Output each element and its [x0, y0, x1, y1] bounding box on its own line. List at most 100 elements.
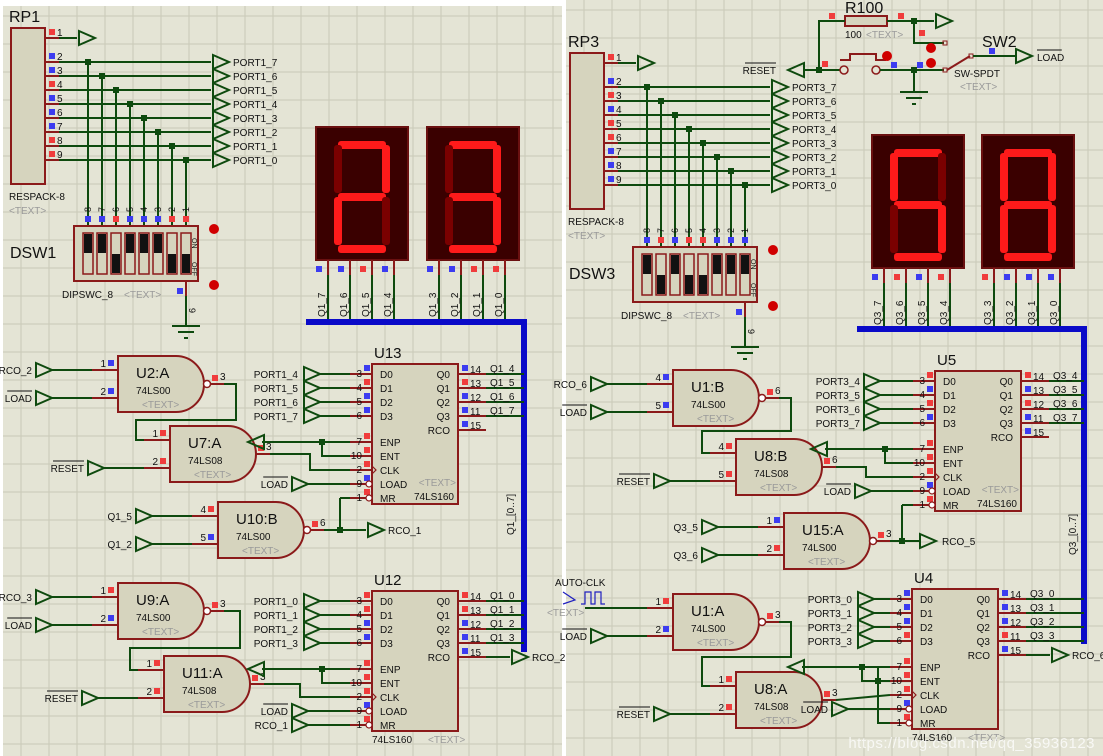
pin-state-marker: [1002, 646, 1008, 652]
port-input-label: PORT1_0: [254, 597, 299, 608]
pin-number: 4: [655, 373, 661, 384]
ground-icon: [731, 346, 759, 360]
dip-slot: [725, 253, 737, 296]
pin-state-marker: [364, 379, 370, 385]
counter-body: [911, 588, 999, 730]
segment-g: [338, 193, 386, 201]
pin-number: 2: [896, 690, 902, 701]
terminal-icon: [303, 592, 323, 610]
pin-state-marker: [183, 216, 189, 222]
counter-pin-name: LOAD: [920, 705, 947, 716]
counter-pin-name: CLK: [380, 693, 400, 704]
pin-state-marker: [927, 496, 933, 502]
pin-number: 11: [470, 407, 481, 418]
counter-text: <TEXT>: [982, 485, 1019, 496]
terminal-icon: [831, 700, 851, 718]
pin-state-marker: [927, 400, 933, 406]
gate-text: <TEXT>: [760, 716, 797, 727]
rco-output-label: RCO_6: [1072, 651, 1103, 662]
segment-b: [493, 145, 501, 193]
input-terminal-label: RCO_6: [554, 380, 588, 391]
q-output-label: Q3_2: [1030, 617, 1055, 628]
pin-number: 3: [616, 91, 622, 102]
counter-pin-name: D2: [920, 623, 933, 634]
resistor-text: <TEXT>: [866, 30, 903, 41]
pin-number: 1: [718, 675, 724, 686]
pin-number: 4: [896, 608, 902, 619]
segment-g: [894, 201, 942, 209]
pin-number: 4: [356, 383, 362, 394]
pin-state-marker: [49, 109, 55, 115]
dip-lever-off: [657, 275, 665, 294]
counter-pin-name: Q3: [437, 412, 451, 423]
pin-state-marker: [927, 482, 933, 488]
q-output-label: Q3_7: [1053, 413, 1078, 424]
terminal-icon: [590, 627, 610, 645]
dip-pin-number: 4: [698, 228, 708, 233]
resistor-body: [844, 15, 888, 27]
pin-state-marker: [364, 447, 370, 453]
counter-pin-name: Q2: [977, 623, 991, 634]
mr-terminal-label: RCO_1: [255, 721, 289, 732]
dip-switch-ref: DSW3: [569, 266, 615, 283]
dip-switch-text: <TEXT>: [683, 311, 720, 322]
pin-state-marker: [927, 454, 933, 460]
resistor-pack-body: [569, 52, 605, 210]
terminal-icon: [771, 134, 791, 152]
pin-state-marker: [904, 618, 910, 624]
display-pin-label: Q1_1: [472, 292, 483, 317]
port-label: PORT3_4: [792, 125, 837, 136]
pin-number: 13: [1010, 604, 1022, 615]
pin-number: 4: [718, 442, 724, 453]
input-terminal-label: RESET: [45, 694, 78, 705]
dip-pin-number: 7: [656, 228, 666, 233]
dip-slot: [82, 232, 94, 275]
counter-pin-name: CLK: [943, 473, 963, 484]
pin-state-marker: [312, 521, 318, 527]
terminal-icon: [653, 705, 673, 723]
segment-c: [493, 197, 501, 245]
pin-number: 7: [616, 147, 622, 158]
port-input-label: PORT3_1: [808, 609, 853, 620]
pin-state-marker: [169, 216, 175, 222]
terminal-icon: [81, 689, 101, 707]
pushbutton-icon: [840, 53, 886, 61]
gate-ref: U8:A: [754, 681, 787, 698]
pin-state-marker: [726, 471, 732, 477]
rco-label: RCO_5: [942, 537, 976, 548]
gate-text: <TEXT>: [697, 638, 734, 649]
pin-state-marker: [364, 433, 370, 439]
dip-pin-number: 5: [125, 207, 135, 212]
counter-pin-name: LOAD: [380, 707, 407, 718]
terminal-icon: [303, 620, 323, 638]
pin-number: 9: [57, 150, 63, 161]
probe-icon: [926, 58, 936, 68]
pin-number: 6: [356, 638, 362, 649]
spdt-lever: [946, 55, 971, 71]
pin-state-marker: [891, 62, 897, 68]
segment-e: [445, 197, 453, 245]
pin-state-marker: [208, 534, 214, 540]
pin-state-marker: [364, 461, 370, 467]
terminal-icon: [590, 403, 610, 421]
pin-state-marker: [904, 714, 910, 720]
input-terminal: LOAD: [560, 627, 647, 645]
pin-number: 6: [775, 386, 781, 397]
terminal-icon: [857, 590, 877, 608]
pin-number: 1: [616, 53, 622, 64]
pin-state-marker: [824, 691, 830, 697]
pin-number: 1: [766, 516, 772, 527]
terminal-icon: [87, 459, 107, 477]
gate-part: 74LS08: [754, 469, 789, 480]
pin-state-marker: [364, 606, 370, 612]
pin-state-marker: [904, 700, 910, 706]
port-input-label: PORT3_7: [816, 419, 861, 430]
q-output-label: Q3_5: [1053, 385, 1078, 396]
input-terminal-label: LOAD: [560, 632, 587, 643]
dip-slot: [110, 232, 122, 275]
counter-ref: U12: [374, 572, 402, 589]
pin-state-marker: [108, 360, 114, 366]
dip-on-label: ON: [749, 259, 756, 270]
